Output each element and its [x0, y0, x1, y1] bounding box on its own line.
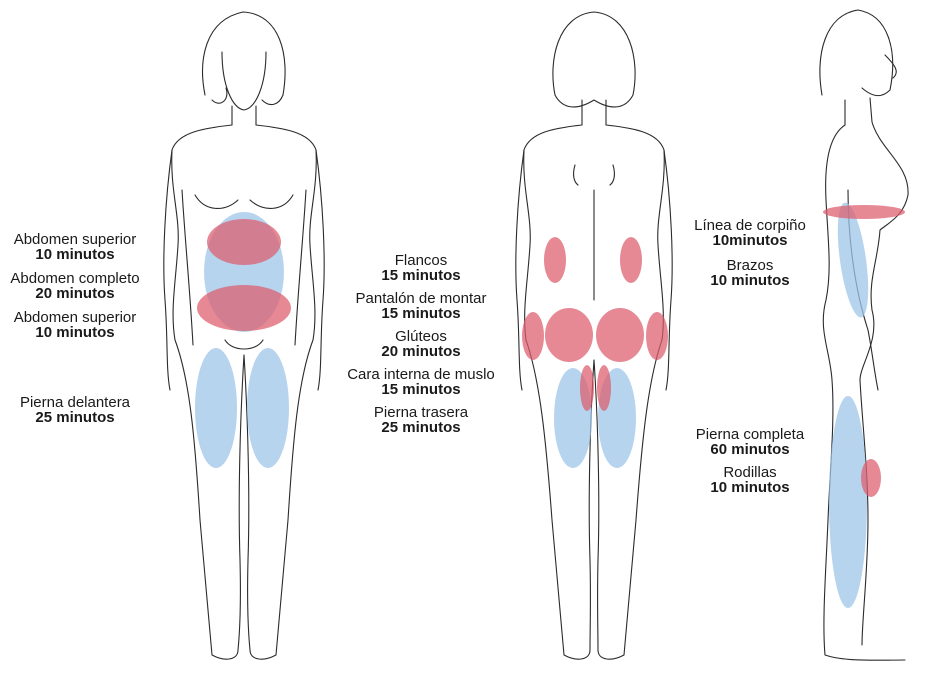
- label-bra-line: Línea de corpiño 10minutos: [680, 218, 820, 248]
- zone-arm: [837, 202, 869, 318]
- label-time: 20 minutos: [35, 285, 115, 302]
- zone-inner-thigh-right: [597, 365, 611, 411]
- label-full-leg: Pierna completa 60 minutos: [680, 427, 820, 457]
- label-name: Línea de corpiño: [694, 217, 806, 234]
- label-time: 10 minutos: [710, 272, 790, 289]
- label-name: Cara interna de muslo: [347, 366, 495, 383]
- label-knees: Rodillas 10 minutos: [680, 465, 820, 495]
- zone-front-leg-right: [247, 348, 289, 468]
- label-name: Abdomen superior: [13, 309, 137, 326]
- zone-bra-line: [823, 205, 905, 219]
- label-upper-abdomen-1: Abdomen superior 10 minutos: [0, 232, 150, 262]
- zone-knee: [861, 459, 881, 497]
- zone-inner-thigh-left: [580, 365, 594, 411]
- zone-saddlebag-left: [522, 312, 544, 360]
- label-time: 25 minutos: [35, 409, 115, 426]
- label-upper-abdomen-2: Abdomen superior 10 minutos: [0, 310, 150, 340]
- label-time: 10 minutos: [35, 246, 115, 263]
- label-arms: Brazos 10 minutos: [680, 258, 820, 288]
- label-time: 15 minutos: [381, 305, 461, 322]
- label-time: 10minutos: [712, 232, 788, 249]
- label-name: Pierna trasera: [373, 404, 469, 421]
- back-figure: [515, 11, 673, 660]
- zone-full-leg: [829, 396, 867, 608]
- label-time: 10 minutos: [35, 324, 115, 341]
- zone-upper-abdomen: [207, 219, 281, 265]
- label-time: 10 minutos: [710, 479, 790, 496]
- zone-glute-right: [596, 308, 644, 362]
- label-flanks: Flancos 15 minutos: [336, 253, 506, 283]
- label-time: 20 minutos: [381, 343, 461, 360]
- label-inner-thigh: Cara interna de muslo 15 minutos: [330, 367, 512, 397]
- label-name: Glúteos: [395, 328, 447, 345]
- side-figure: [819, 9, 909, 661]
- label-time: 15 minutos: [381, 381, 461, 398]
- zone-saddlebag-right: [646, 312, 668, 360]
- label-name: Abdomen superior: [13, 231, 137, 248]
- label-name: Flancos: [394, 252, 448, 269]
- zone-flank-right: [620, 237, 642, 283]
- label-full-abdomen: Abdomen completo 20 minutos: [0, 271, 150, 301]
- front-figure: [163, 11, 325, 660]
- label-name: Pantalón de montar: [355, 290, 487, 307]
- label-time: 60 minutos: [710, 441, 790, 458]
- label-back-leg: Pierna trasera 25 minutos: [336, 405, 506, 435]
- label-name: Pierna completa: [695, 426, 805, 443]
- label-saddlebags: Pantalón de montar 15 minutos: [336, 291, 506, 321]
- label-time: 25 minutos: [381, 419, 461, 436]
- label-name: Brazos: [726, 257, 774, 274]
- zone-lower-abdomen: [197, 285, 291, 331]
- label-name: Abdomen completo: [10, 270, 140, 287]
- zone-flank-left: [544, 237, 566, 283]
- label-time: 15 minutos: [381, 267, 461, 284]
- label-glutes: Glúteos 20 minutos: [336, 329, 506, 359]
- label-front-leg: Pierna delantera 25 minutos: [0, 395, 150, 425]
- zone-front-leg-left: [195, 348, 237, 468]
- label-name: Pierna delantera: [19, 394, 131, 411]
- label-name: Rodillas: [723, 464, 777, 481]
- zone-glute-left: [545, 308, 593, 362]
